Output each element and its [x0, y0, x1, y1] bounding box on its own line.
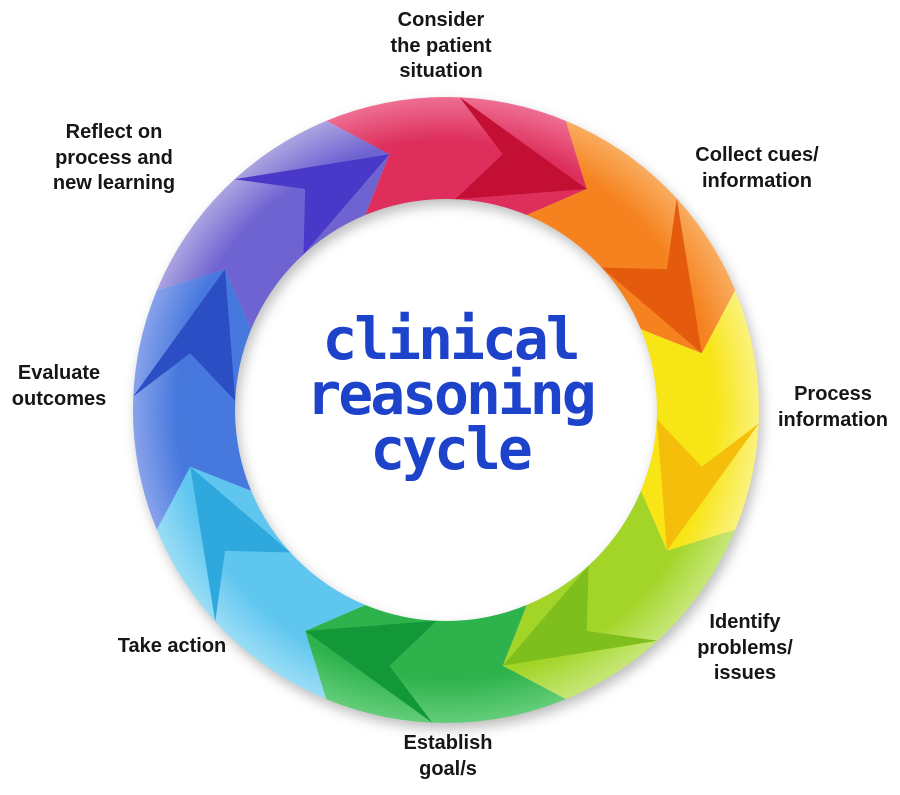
segment-arrowhead-process — [656, 419, 759, 551]
step-label-evaluate-outcomes: Evaluate outcomes — [11, 362, 107, 410]
segment-arrowhead-identify — [502, 565, 658, 666]
cycle-title: clinical reasoning cycle — [306, 305, 596, 484]
segment-arrowhead-evaluate — [133, 269, 236, 401]
step-label-take-action: Take action — [117, 635, 227, 657]
cycle-title-line-1: clinical — [322, 305, 580, 373]
step-label-establish-goals: Establish goal/s — [403, 732, 493, 780]
segment-arrowhead-consider — [455, 97, 587, 200]
segment-arrowhead-reflect — [234, 154, 390, 255]
cycle-title-line-3: cycle — [370, 415, 533, 484]
segment-arrowhead-take — [190, 466, 291, 622]
step-label-identify-problems-issues: Identify problems/ issues — [697, 611, 793, 685]
step-label-reflect-process-learning: Reflect on process and new learning — [52, 121, 176, 195]
step-label-process-information: Process information — [778, 383, 888, 431]
segment-arrowhead-establish — [305, 620, 437, 723]
segment-arrowhead-collect — [601, 198, 702, 354]
cycle-title-line-2: reasoning — [306, 360, 596, 429]
step-label-consider-patient-situation: Consider the patient situation — [390, 9, 492, 83]
step-label-collect-cues-information: Collect cues/ information — [695, 144, 819, 192]
